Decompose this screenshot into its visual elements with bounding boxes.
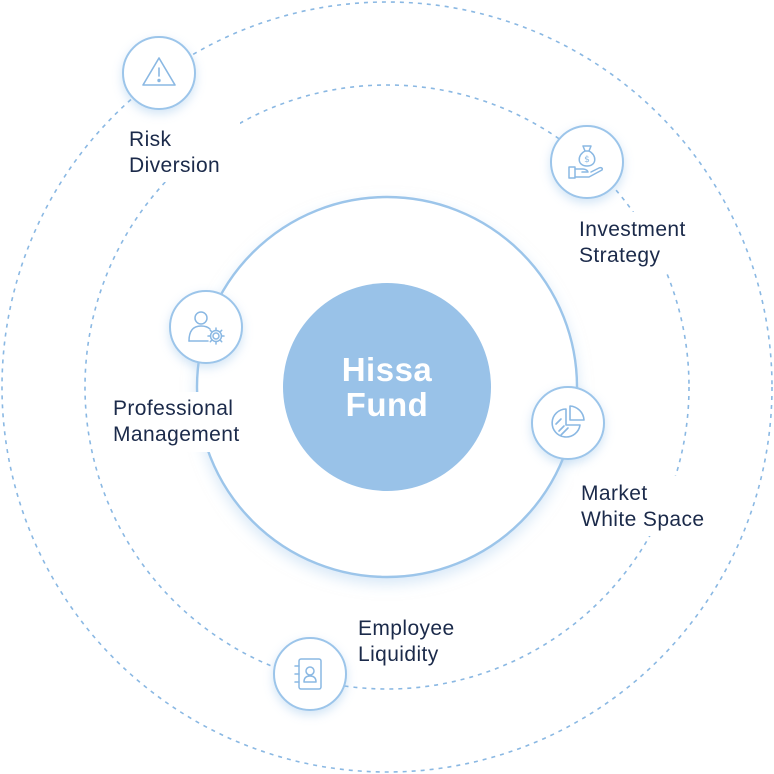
- label-mask-market: [574, 476, 734, 536]
- label-line1: Market: [581, 482, 648, 505]
- svg-text:$: $: [584, 155, 590, 165]
- node-market-white-space: [531, 386, 605, 460]
- label-mask-risk: [122, 122, 240, 182]
- label-line1: Risk: [129, 128, 172, 151]
- middle-dashed-ring: [84, 84, 690, 690]
- label-risk-diversion: Risk Diversion: [129, 127, 220, 179]
- label-line2: White Space: [581, 508, 705, 531]
- label-mask-investment: [574, 212, 712, 272]
- center-title-line1: Hissa: [341, 351, 433, 388]
- user-gear-icon: [188, 311, 225, 345]
- label-market-white-space: Market White Space: [581, 481, 704, 533]
- label-mask-professional: [108, 392, 270, 452]
- label-employee-liquidity: Employee Liquidity: [358, 616, 455, 668]
- label-line2: Management: [113, 423, 240, 446]
- contact-book-icon: [294, 658, 322, 690]
- center-title-line2: Fund: [345, 386, 429, 423]
- node-risk-diversion: [122, 36, 196, 110]
- node-circle: [531, 386, 605, 460]
- node-circle: [273, 637, 347, 711]
- label-line2: Liquidity: [358, 643, 439, 666]
- node-circle: [550, 125, 624, 199]
- warning-triangle-icon: [142, 57, 176, 86]
- node-investment-strategy: $: [550, 125, 624, 199]
- money-bag-hand-icon: $: [568, 145, 603, 179]
- label-line1: Employee: [358, 617, 455, 640]
- label-investment-strategy: Investment Strategy: [579, 217, 686, 269]
- label-line2: Diversion: [129, 154, 221, 177]
- label-professional-management: Professional Management: [113, 396, 240, 448]
- pie-chart-icon: [551, 405, 585, 438]
- node-professional-management: [169, 290, 243, 364]
- label-line1: Investment: [579, 218, 686, 241]
- label-line1: Professional: [113, 397, 234, 420]
- center-disc: [283, 283, 491, 491]
- node-employee-liquidity: [273, 637, 347, 711]
- center-title: Hissa Fund: [283, 283, 491, 491]
- label-mask-employee: [352, 612, 478, 672]
- label-line2: Strategy: [579, 244, 661, 267]
